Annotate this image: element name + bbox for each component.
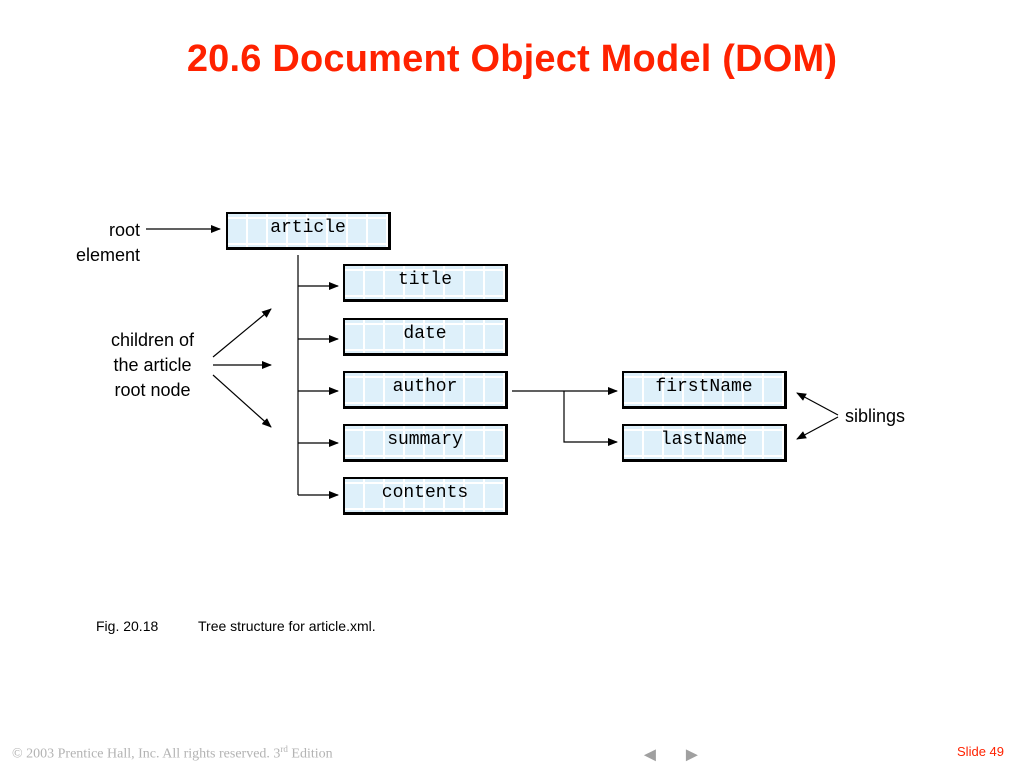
node-firstname-text: firstName <box>655 376 753 397</box>
node-date-text: date <box>403 323 447 344</box>
children-label-line3: root node <box>114 380 191 400</box>
node-contents: contents <box>343 477 508 515</box>
node-lastname: lastName <box>622 424 787 462</box>
node-author: author <box>343 371 508 409</box>
figure-caption-text: Tree structure for article.xml. <box>198 618 376 634</box>
root-element-label: root element <box>60 218 140 268</box>
children-arrow-down <box>212 374 272 428</box>
node-title-text: title <box>397 269 452 290</box>
node-author-text: author <box>392 376 458 397</box>
root-label-line1: root <box>108 220 140 240</box>
children-label-line2: the article <box>113 355 192 375</box>
node-title: title <box>343 264 508 302</box>
siblings-arrow-up <box>796 392 839 416</box>
slide-number: Slide 49 <box>957 744 1004 759</box>
author-link-lastname <box>563 391 618 446</box>
children-arrow-up <box>212 308 272 358</box>
node-contents-text: contents <box>381 482 469 503</box>
prev-slide-button[interactable]: ◄ <box>640 744 660 766</box>
figure-number: Fig. 20.18 <box>96 618 159 634</box>
node-firstname: firstName <box>622 371 787 409</box>
siblings-label: siblings <box>845 406 906 426</box>
node-summary: summary <box>343 424 508 462</box>
next-slide-button[interactable]: ► <box>682 744 702 766</box>
children-label-line1: children of <box>110 330 195 350</box>
copyright-edition: Edition <box>287 746 333 762</box>
copyright-text: 2003 Prentice Hall, Inc. All rights rese… <box>26 746 281 762</box>
node-article-text: article <box>270 217 346 238</box>
node-article: article <box>226 212 391 250</box>
node-date: date <box>343 318 508 356</box>
copyright-symbol: © <box>12 746 23 762</box>
node-summary-text: summary <box>387 429 463 450</box>
children-label: children of the article root node <box>100 328 205 403</box>
slide-title: 20.6 Document Object Model (DOM) <box>186 38 838 80</box>
siblings-arrow-down <box>796 416 839 440</box>
copyright-notice: © 2003 Prentice Hall, Inc. All rights re… <box>12 744 333 763</box>
figure-caption: Fig. 20.18 Tree structure for article.xml… <box>96 618 376 634</box>
copyright-sup: rd <box>280 744 288 754</box>
node-lastname-text: lastName <box>660 429 748 450</box>
root-label-line2: element <box>75 245 140 265</box>
